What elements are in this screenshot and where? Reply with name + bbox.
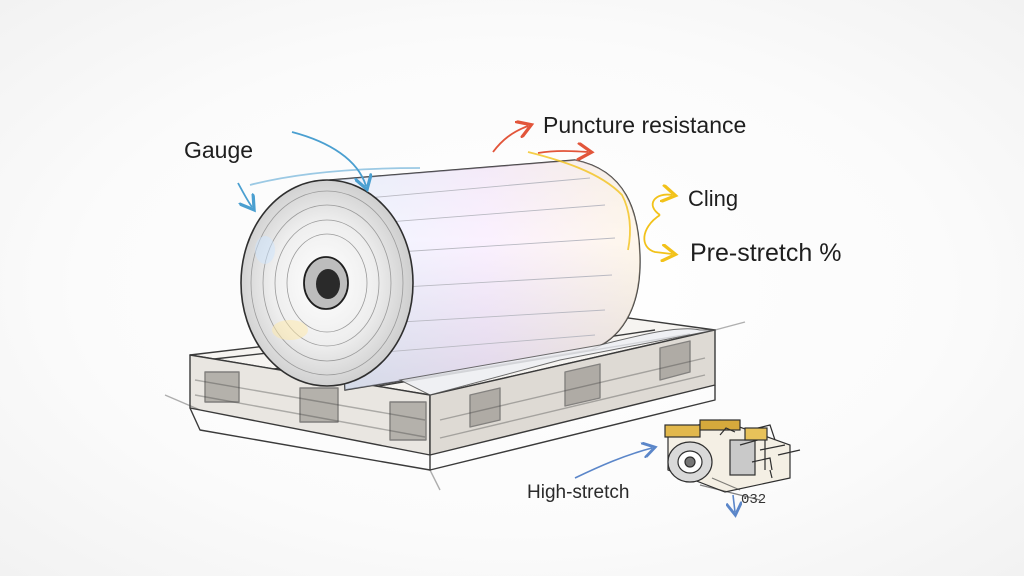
stretch-wrapper-machine: [664, 419, 801, 501]
puncture-arrow: [492, 126, 588, 153]
gauge-label: Gauge: [184, 137, 254, 163]
machine-code-label: 032: [741, 492, 767, 508]
cling-arrow: [527, 151, 672, 254]
gauge-arrow: [237, 131, 421, 207]
high-stretch-label: High-stretch: [527, 482, 630, 503]
film-roll: [240, 159, 716, 396]
pre-stretch-label: Pre-stretch %: [690, 239, 842, 267]
cling-label: Cling: [688, 186, 739, 211]
puncture-resistance-label: Puncture resistance: [543, 112, 747, 138]
highstretch-arrow: [574, 448, 735, 512]
